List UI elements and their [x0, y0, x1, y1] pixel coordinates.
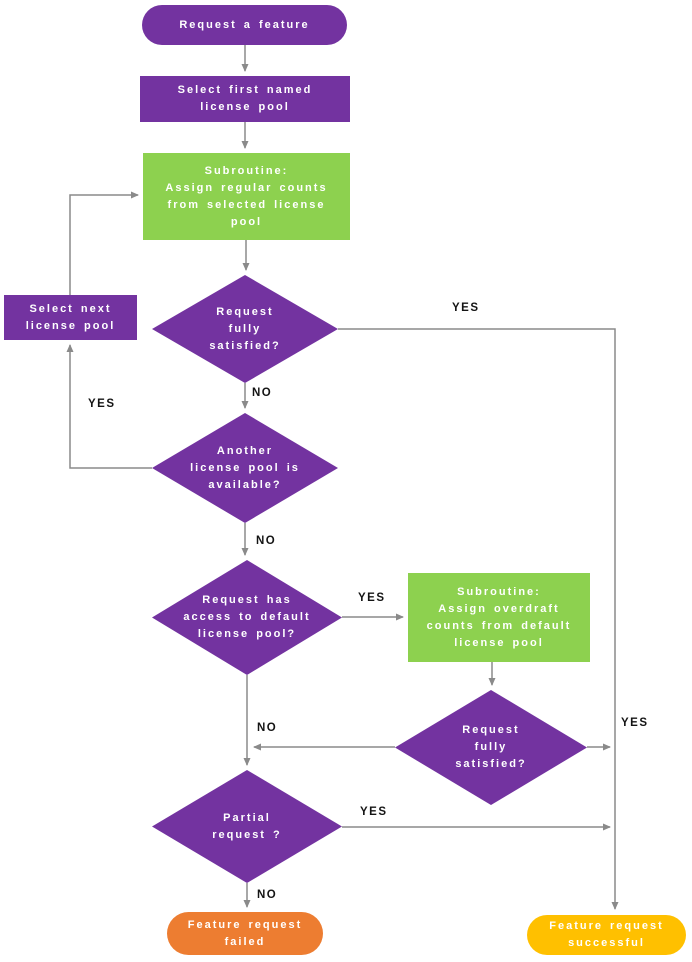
- edge-another-yes-to-select-next: [66, 344, 152, 469]
- select-next-pool-label: Select next license pool: [25, 302, 116, 332]
- edge-label-satisfied1-no: NO: [252, 387, 273, 399]
- start-label: Request a feature: [179, 18, 310, 31]
- successful-label: Feature request successful: [549, 920, 664, 949]
- failed-terminator: Feature request failed: [167, 912, 323, 955]
- assign-regular-counts-label: Subroutine: Assign regular counts from s…: [165, 164, 328, 228]
- assign-regular-counts-subroutine: Subroutine: Assign regular counts from s…: [143, 153, 350, 240]
- edge-label-partial-no: NO: [257, 889, 278, 901]
- request-satisfied-1-label: Request fully satisfied?: [209, 305, 281, 352]
- edge-label-partial-yes: YES: [360, 806, 388, 818]
- partial-request-label: Partial request ?: [212, 811, 282, 841]
- default-pool-access-label: Request has access to default license po…: [183, 594, 311, 640]
- assign-overdraft-counts-label: Subroutine: Assign overdraft counts from…: [426, 585, 572, 649]
- start-terminator: Request a feature: [142, 5, 347, 45]
- select-next-pool-step: Select next license pool: [4, 295, 137, 340]
- failed-label: Feature request failed: [187, 918, 303, 948]
- edge-label-satisfied1-yes: YES: [452, 302, 480, 314]
- assign-overdraft-counts-subroutine: Subroutine: Assign overdraft counts from…: [408, 573, 590, 662]
- select-first-pool-step: Select first named license pool: [140, 76, 350, 122]
- another-pool-label: Another license pool is available?: [190, 444, 300, 491]
- edge-label-another-pool-yes: YES: [88, 398, 116, 410]
- edge-satisfied1-yes-to-success: [338, 328, 619, 910]
- edge-label-default-access-yes: YES: [358, 592, 386, 604]
- edge-select-next-to-regular: [69, 191, 139, 295]
- successful-terminator: Feature request successful: [527, 915, 686, 955]
- select-first-pool-label: Select first named license pool: [177, 84, 313, 113]
- edge-label-satisfied2-yes: YES: [621, 717, 649, 729]
- edge-label-another-pool-no: NO: [256, 535, 277, 547]
- request-satisfied-2-label: Request fully satisfied?: [455, 724, 527, 770]
- edge-label-satisfied2-no: NO: [257, 722, 278, 734]
